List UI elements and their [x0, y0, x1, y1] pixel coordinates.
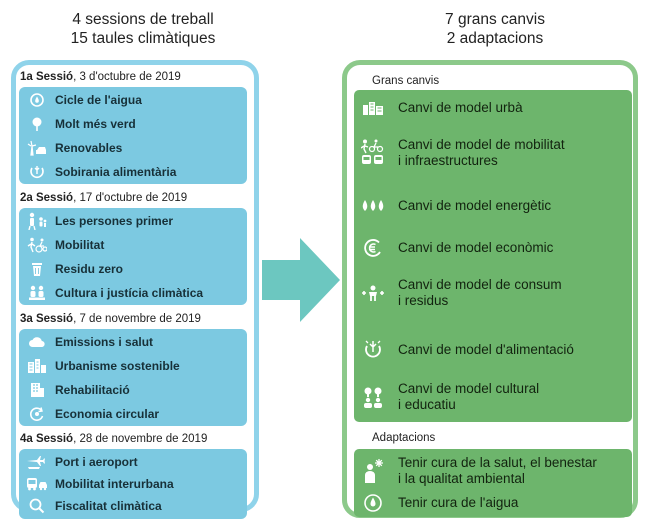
session-2-box: Les persones primer Mobilitat Residu zer… [19, 208, 247, 305]
circular-economy-icon [24, 404, 50, 424]
energy-icon [358, 192, 388, 220]
water-cycle-icon [24, 90, 50, 110]
session-3-item-3: Rehabilitació [19, 378, 247, 402]
session-1-date: , 3 d'octubre de 2019 [73, 71, 181, 83]
magnifier-icon [24, 496, 50, 516]
food-icon [358, 336, 388, 364]
airplane-ship-icon [24, 452, 50, 472]
change-item-3: Canvi de model energètic [354, 190, 632, 222]
building-icon [24, 380, 50, 400]
city-skyline-icon [358, 94, 388, 122]
session-2-item-4: Cultura i justícia climàtica [19, 281, 247, 305]
wind-turbine-icon [24, 138, 50, 158]
change-item-5: Canvi de model de consum i residus [354, 274, 632, 312]
adaptation-1-line1: Tenir cura de la salut, el benestar [398, 455, 597, 470]
culture-education-icon [358, 383, 388, 411]
session-3-date: , 7 de novembre de 2019 [73, 313, 201, 325]
change-1-line1: Canvi de model urbà [398, 100, 523, 115]
session-3-title: 3a Sessió, 7 de novembre de 2019 [20, 311, 246, 327]
session-4-box: Port i aeroport Mobilitat interurbana Fi… [19, 449, 247, 519]
session-3-ordinal: 3a Sessió [20, 313, 74, 325]
session-2-ordinal: 2a Sessió [20, 192, 74, 204]
sessions-heading: 4 sessions de treball 15 taules climàtiq… [18, 10, 268, 48]
water-drop-icon [358, 489, 388, 517]
people-culture-icon [24, 283, 50, 303]
session-1-item-3: Renovables [19, 136, 247, 160]
session-4-ordinal: 4a Sessió [20, 433, 74, 445]
adaptacions-label: Adaptacions [372, 432, 436, 444]
session-4-date: , 28 de novembre de 2019 [73, 433, 208, 445]
transition-arrow-icon [262, 238, 340, 322]
change-item-2: Canvi de model de mobilitat i infraestru… [354, 134, 632, 172]
session-3-item-4: Economia circular [19, 402, 247, 426]
change-3-line1: Canvi de model energètic [398, 198, 552, 213]
session-3-item-1: Emissions i salut [19, 330, 247, 354]
session-4-item-2: Mobilitat interurbana [19, 472, 247, 496]
cloud-icon [24, 332, 50, 352]
changes-heading-line1: 7 grans canvis [445, 11, 545, 28]
session-1-title: 1a Sessió, 3 d'octubre de 2019 [20, 69, 246, 85]
session-2-date: , 17 d'octubre de 2019 [73, 192, 188, 204]
change-item-1: Canvi de model urbà [354, 92, 632, 124]
session-4-item-3: Fiscalitat climàtica [19, 494, 247, 518]
people-icon [24, 211, 50, 231]
change-2-line2: i infraestructures [398, 153, 498, 168]
session-1-item-4: Sobirania alimentària [19, 160, 247, 184]
adaptacions-box: Tenir cura de la salut, el benestar i la… [354, 449, 632, 517]
bus-car-icon [24, 474, 50, 494]
changes-heading-line2: 2 adaptacions [446, 30, 544, 47]
change-5-line1: Canvi de model de consum [398, 277, 562, 292]
session-1-item-1: Cicle de l'aigua [19, 88, 247, 112]
bin-icon [24, 259, 50, 279]
session-3-box: Emissions i salut Urbanisme sostenible R… [19, 329, 247, 426]
sessions-heading-line2: 15 taules climàtiques [70, 30, 216, 47]
session-1-item-2: Molt més verd [19, 112, 247, 136]
mobility-icon [358, 139, 388, 167]
adaptation-1-line2: i la qualitat ambiental [398, 471, 525, 486]
change-7-line2: i educatiu [398, 397, 456, 412]
change-item-4: Canvi de model econòmic [354, 232, 632, 264]
adaptation-item-2: Tenir cura de l'aigua [354, 492, 632, 514]
session-2-item-1: Les persones primer [19, 209, 247, 233]
pedestrian-cyclist-icon [24, 235, 50, 255]
grans-canvis-box: Canvi de model urbà Canvi de model de mo… [354, 90, 632, 422]
tree-icon [24, 114, 50, 134]
session-2-title: 2a Sessió, 17 d'octubre de 2019 [20, 190, 246, 206]
change-item-7: Canvi de model cultural i educatiu [354, 378, 632, 416]
change-6-line1: Canvi de model d'alimentació [398, 342, 574, 357]
consumption-icon [358, 279, 388, 307]
changes-heading: 7 grans canvis 2 adaptacions [360, 10, 630, 48]
sessions-heading-line1: 4 sessions de treball [72, 11, 214, 28]
session-1-box: Cicle de l'aigua Molt més verd Renovable… [19, 87, 247, 184]
city-buildings-icon [24, 356, 50, 376]
change-item-6: Canvi de model d'alimentació [354, 334, 632, 366]
change-7-line1: Canvi de model cultural [398, 381, 540, 396]
session-3-item-2: Urbanisme sostenible [19, 354, 247, 378]
grans-canvis-label: Grans canvis [372, 75, 440, 87]
session-4-title: 4a Sessió, 28 de novembre de 2019 [20, 431, 246, 447]
session-4-item-1: Port i aeroport [19, 450, 247, 474]
change-5-line2: i residus [398, 293, 449, 308]
session-1-ordinal: 1a Sessió [20, 71, 74, 83]
change-4-line1: Canvi de model econòmic [398, 240, 554, 255]
session-2-item-3: Residu zero [19, 257, 247, 281]
adaptation-2-line1: Tenir cura de l'aigua [398, 495, 519, 510]
food-sovereignty-icon [24, 162, 50, 182]
session-2-item-2: Mobilitat [19, 233, 247, 257]
health-person-icon [358, 457, 388, 485]
adaptation-item-1: Tenir cura de la salut, el benestar i la… [354, 452, 632, 490]
euro-icon [358, 234, 388, 262]
change-2-line1: Canvi de model de mobilitat [398, 137, 565, 152]
